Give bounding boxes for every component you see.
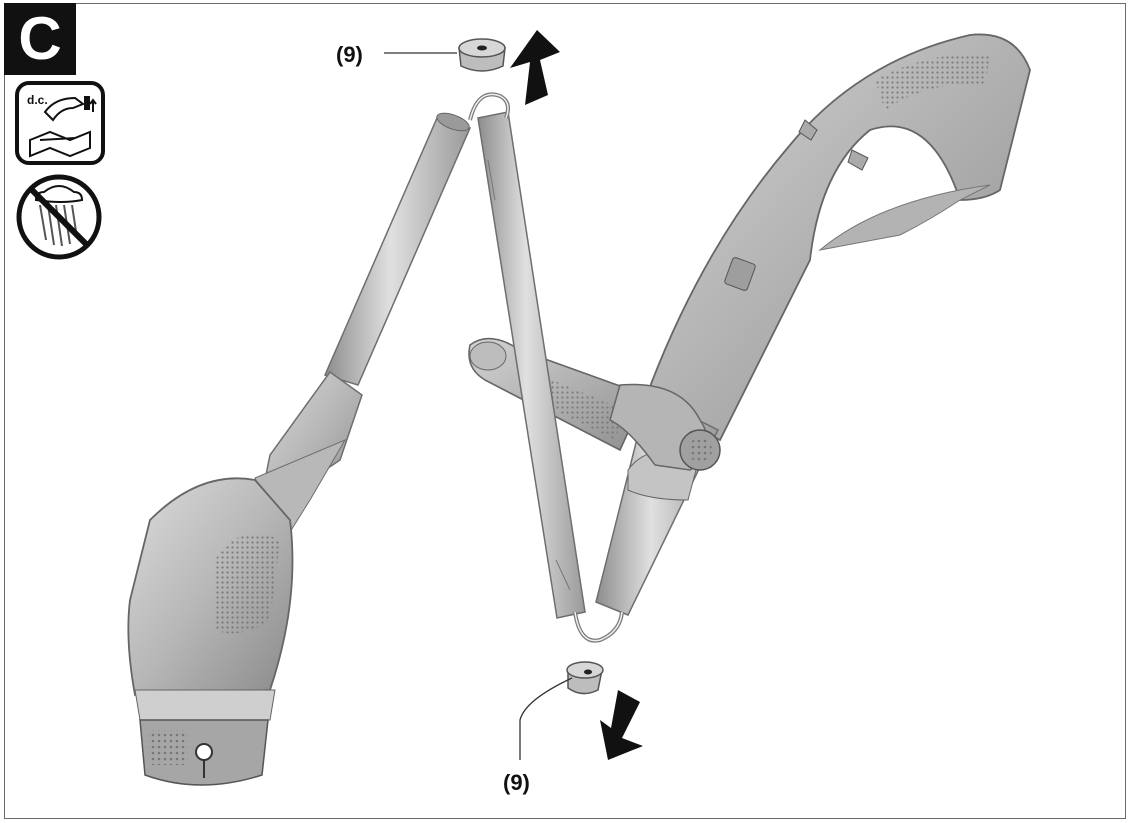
grommet-top (458, 38, 506, 72)
callout-top: (9) (336, 42, 363, 67)
motor-head (127, 370, 363, 786)
upper-left-pole (323, 112, 472, 386)
figure-letter: C (4, 3, 76, 75)
no-rain-icon (16, 174, 102, 260)
arrow-up-icon (510, 30, 560, 105)
auxiliary-handle (468, 337, 721, 471)
leader-line-bottom (519, 677, 573, 760)
arrow-down-icon (600, 690, 643, 760)
manual-icon-label: d.c. (27, 93, 48, 107)
callout-bottom: (9) (503, 770, 530, 795)
middle-pole-with-cable (468, 92, 624, 643)
grommet-bottom (566, 661, 604, 695)
main-handle (643, 33, 1031, 442)
read-manual-disconnect-icon: d.c. (15, 81, 105, 165)
